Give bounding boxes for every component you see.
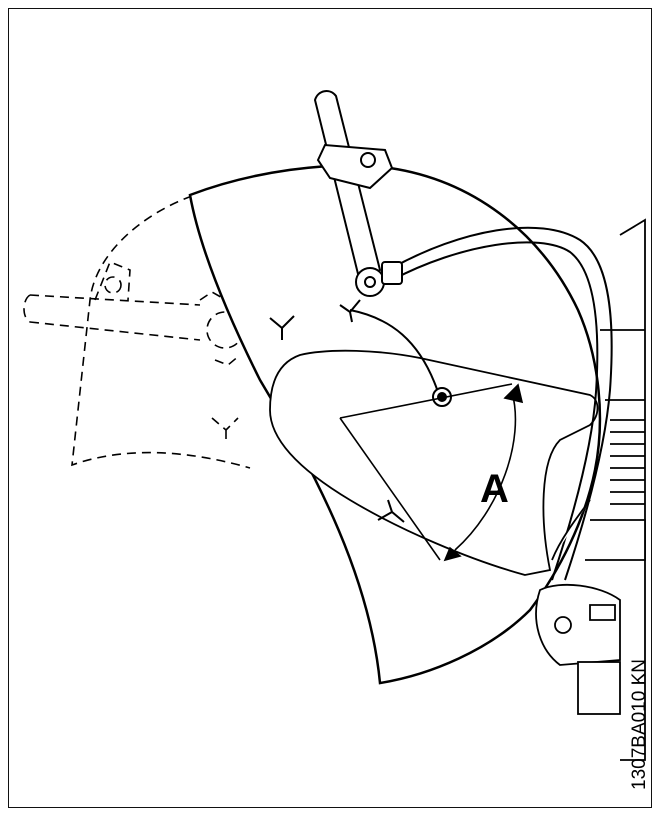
- angle-label: A: [480, 467, 509, 511]
- water-line-to-pivot: [339, 299, 439, 393]
- adjustment-handle: [313, 90, 394, 297]
- machine-body: [535, 218, 646, 761]
- figure-code: 1307BA010 KN: [629, 659, 650, 790]
- guard-clips: [269, 315, 405, 523]
- alternate-guard-position-outline: [23, 195, 251, 469]
- angle-indicator: [339, 383, 524, 562]
- water-hose: [381, 226, 613, 581]
